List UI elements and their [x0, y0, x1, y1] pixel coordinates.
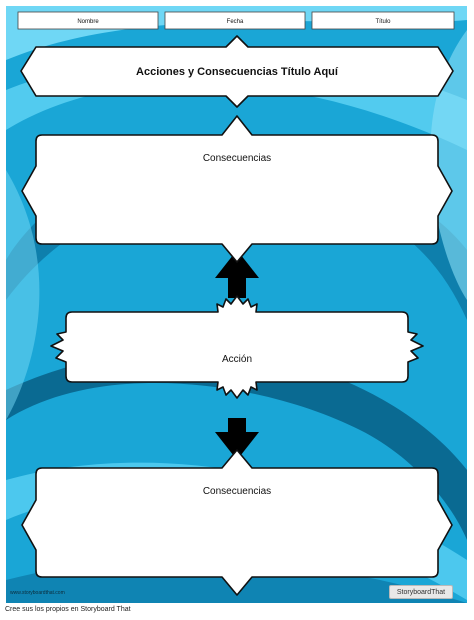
box-heading: Consecuencias	[203, 153, 271, 164]
worksheet-title: Acciones y Consecuencias Título Aquí	[136, 66, 339, 78]
down-arrow	[215, 418, 259, 460]
header-field-fecha[interactable]: Fecha	[164, 11, 306, 30]
box-heading: Acción	[222, 354, 252, 365]
consequence-box-bottom[interactable]: Consecuencias	[21, 449, 453, 596]
watermark-url: www.storyboardthat.com	[10, 590, 65, 596]
title-banner[interactable]: Acciones y Consecuencias Título Aquí	[20, 35, 454, 108]
header-field-label: Título	[375, 19, 391, 25]
header-field-label: Nombre	[77, 19, 99, 25]
action-box[interactable]: Acción	[50, 295, 424, 399]
footer-link[interactable]: Cree sus los propios en Storyboard That	[5, 606, 131, 613]
consequence-box-top[interactable]: Consecuencias	[21, 115, 453, 263]
storyboardthat-logo[interactable]: StoryboardThat	[389, 585, 453, 599]
header-field-titulo[interactable]: Título	[311, 11, 455, 30]
up-arrow	[215, 250, 259, 298]
header-field-nombre[interactable]: Nombre	[17, 11, 159, 30]
box-heading: Consecuencias	[203, 486, 271, 497]
header-field-label: Fecha	[227, 19, 244, 25]
